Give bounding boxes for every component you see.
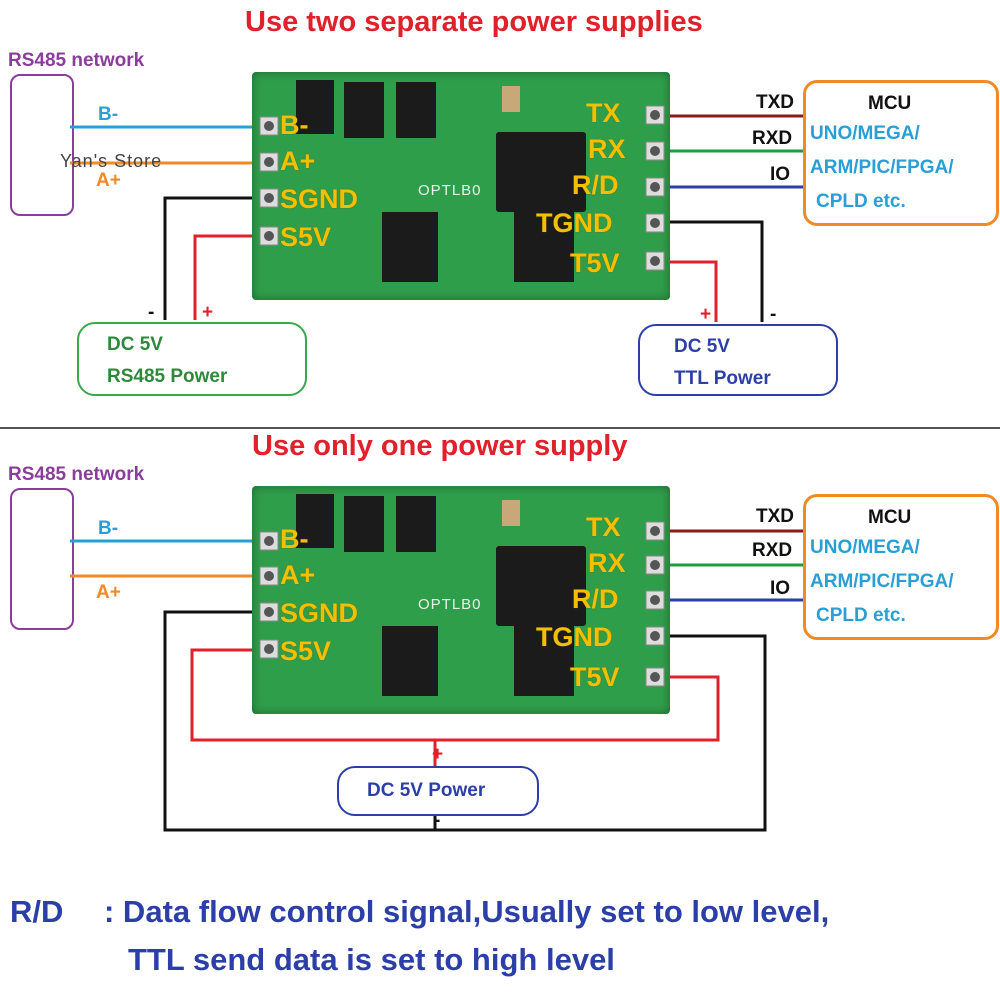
top-chip-left <box>382 212 438 282</box>
bottom-txd-label: TXD <box>756 506 794 527</box>
bottom-wiring <box>70 529 805 832</box>
top-mcu-line2: ARM/PIC/FPGA/ <box>810 157 954 178</box>
bottom-left-pads <box>259 531 279 659</box>
bottom-diode-3 <box>396 496 436 552</box>
top-rxd-label: RXD <box>752 128 793 149</box>
note-line2: TTL send data is set to high level <box>128 942 615 977</box>
bottom-tgnd-wire <box>435 634 767 832</box>
top-io-label: IO <box>770 164 791 185</box>
bottom-mcu-line3: CPLD etc. <box>816 605 906 626</box>
top-title: Use two separate power supplies <box>245 6 703 38</box>
bottom-right-pads <box>645 521 665 687</box>
top-diode-3 <box>396 82 436 138</box>
top-board-silk: OPTLB0 <box>418 182 482 199</box>
bottom-pin-t5v: T5V <box>570 662 620 692</box>
top-rs485-network-box <box>10 74 74 216</box>
top-mcu-box: MCU UNO/MEGA/ ARM/PIC/FPGA/ CPLD etc. <box>803 80 999 226</box>
top-mcu-title: MCU <box>868 93 912 114</box>
top-txd-label: TXD <box>756 92 794 113</box>
bottom-mcu-box: MCU UNO/MEGA/ ARM/PIC/FPGA/ CPLD etc. <box>803 494 999 640</box>
bottom-rxd-label: RXD <box>752 540 793 561</box>
top-ttl-power-line2: TTL Power <box>674 368 771 389</box>
bottom-pin-rd: R/D <box>572 584 619 614</box>
bottom-pin-tgnd: TGND <box>536 622 613 652</box>
top-pin-sgnd: SGND <box>280 184 359 214</box>
top-pin-tx: TX <box>586 98 621 128</box>
bottom-pin-s5v: S5V <box>280 636 332 666</box>
note-line1: : Data flow control signal,Usually set t… <box>104 894 830 929</box>
top-ttl-power-box: DC 5V TTL Power <box>638 324 838 396</box>
top-pin-rx: RX <box>588 134 626 164</box>
bottom-pin-a-plus: A+ <box>280 560 316 590</box>
bottom-rs485-network-box <box>10 488 74 630</box>
bottom-power-plus-sign: + <box>432 744 444 765</box>
top-mcu-line3: CPLD etc. <box>816 191 906 212</box>
bottom-board: OPTLB0 <box>252 486 670 714</box>
top-t5v-wire <box>655 260 718 322</box>
top-chip-large <box>496 132 586 212</box>
top-b-minus-label: B- <box>98 104 119 125</box>
bottom-a-plus-label: A+ <box>96 582 121 603</box>
bottom-mcu-line1: UNO/MEGA/ <box>810 537 920 558</box>
bottom-s5v-wire <box>190 648 720 742</box>
top-pin-t5v: T5V <box>570 248 620 278</box>
top-a-plus-label: A+ <box>96 170 121 191</box>
top-s5v-wire <box>193 234 268 320</box>
top-rs485-network-label: RS485 network <box>8 50 145 71</box>
top-wiring <box>70 114 805 322</box>
bottom-chip-left <box>382 626 438 696</box>
top-left-pads <box>259 116 279 246</box>
top-rs485-power-line1: DC 5V <box>107 334 163 355</box>
top-pin-s5v: S5V <box>280 222 332 252</box>
top-pin-tgnd: TGND <box>536 208 613 238</box>
top-pin-b-minus: B- <box>280 110 309 140</box>
bottom-rs485-network-label: RS485 network <box>8 464 145 485</box>
bottom-power-minus-sign: - <box>434 810 441 831</box>
top-board: OPTLB0 <box>252 72 670 300</box>
note-key: R/D <box>10 894 64 929</box>
top-mcu-line1: UNO/MEGA/ <box>810 123 920 144</box>
bottom-mcu-line2: ARM/PIC/FPGA/ <box>810 571 954 592</box>
bottom-power-label: DC 5V Power <box>367 780 486 801</box>
top-ttl-power-minus: - <box>770 304 777 325</box>
bottom-board-silk: OPTLB0 <box>418 596 482 613</box>
top-pin-a-plus: A+ <box>280 146 316 176</box>
bottom-chip-right <box>514 626 574 696</box>
bottom-pin-sgnd: SGND <box>280 598 359 628</box>
bottom-b-minus-label: B- <box>98 518 119 539</box>
top-cap <box>502 86 520 112</box>
top-rs485-power-box: DC 5V RS485 Power <box>77 322 307 396</box>
bottom-pin-rx: RX <box>588 548 626 578</box>
bottom-io-label: IO <box>770 578 791 599</box>
top-store-watermark: Yan's Store <box>60 151 163 171</box>
top-right-pads <box>645 105 665 271</box>
bottom-power-box: DC 5V Power <box>337 766 539 816</box>
top-ttl-power-plus: + <box>700 304 712 325</box>
bottom-pin-tx: TX <box>586 512 621 542</box>
top-rs485-power-plus: + <box>202 302 214 323</box>
top-diode-1 <box>296 80 334 134</box>
top-chip-right <box>514 212 574 282</box>
bottom-sgnd-wire <box>163 610 435 832</box>
top-rs485-power-line2: RS485 Power <box>107 366 228 387</box>
top-diode-2 <box>344 82 384 138</box>
section-divider <box>0 427 1000 429</box>
bottom-diode-2 <box>344 496 384 552</box>
bottom-chip-large <box>496 546 586 626</box>
bottom-title: Use only one power supply <box>252 430 628 462</box>
top-ttl-power-line1: DC 5V <box>674 336 730 357</box>
top-pin-rd: R/D <box>572 170 619 200</box>
top-sgnd-wire <box>163 196 268 320</box>
top-tgnd-wire <box>655 220 764 322</box>
bottom-cap <box>502 500 520 526</box>
bottom-pin-b-minus: B- <box>280 524 309 554</box>
bottom-diode-1 <box>296 494 334 548</box>
bottom-mcu-title: MCU <box>868 507 912 528</box>
top-rs485-power-minus: - <box>148 302 155 323</box>
